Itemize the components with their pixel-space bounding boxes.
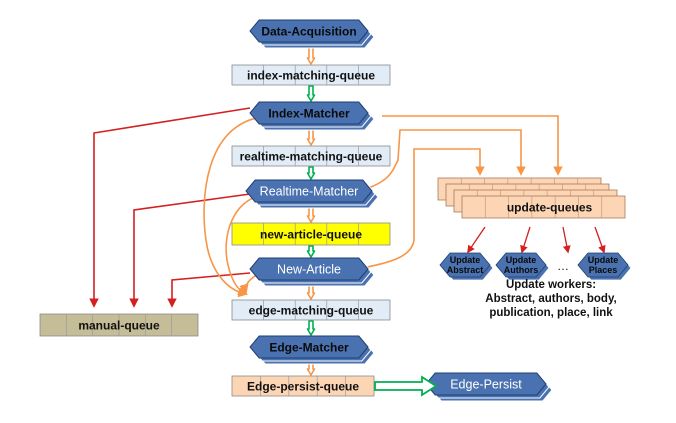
worker-update-abstract-label-1: Update [450, 255, 481, 265]
arrow-to-update-places [594, 226, 606, 254]
process-data-acquisition: Data-Acquisition [249, 19, 375, 49]
arrow-to-update-authors [520, 226, 531, 254]
update-queue-layer-4: update-queues [461, 195, 626, 219]
caption-line-1: Update workers: [505, 279, 597, 291]
connector-realtime-matcher-to-update [361, 129, 526, 191]
worker-update-places-label-2: Places [589, 265, 618, 275]
update-workers-caption: Update workers: Abstract, authors, body,… [445, 278, 657, 320]
arrow-edge-persist-queue-to-edge-persist [374, 375, 438, 397]
worker-update-authors-label-2: Authors [504, 265, 539, 275]
queue-edge-persist-label: Edge-persist-queue [247, 380, 359, 394]
update-queues-stack: update-queues [437, 177, 626, 219]
process-index-matcher-label: Index-Matcher [268, 107, 350, 121]
orange-connectors [203, 115, 563, 298]
process-edge-matcher: Edge-Matcher [249, 335, 375, 365]
orange-down-arrows [306, 46, 316, 376]
processes: Data-AcquisitionIndex-MatcherRealtime-Ma… [245, 19, 553, 402]
green-down-arrows [306, 85, 316, 336]
connector-new-article-to-update [361, 148, 485, 269]
queue-realtime-matching-label: realtime-matching-queue [240, 150, 383, 164]
process-realtime-matcher-label: Realtime-Matcher [260, 185, 359, 199]
queue-index-matching: index-matching-queue [231, 64, 391, 86]
connector-index-matcher-to-update [382, 115, 563, 176]
process-edge-matcher-label: Edge-Matcher [269, 341, 349, 355]
queue-edge-persist: Edge-persist-queue [231, 375, 375, 397]
queue-edge-matching: edge-matching-queue [231, 299, 391, 321]
process-edge-persist-label: Edge-Persist [450, 378, 522, 392]
worker-update-abstract-label-2: Abstract [447, 265, 484, 275]
process-new-article-label: New-Article [277, 263, 341, 277]
queue-new-article: new-article-queue [231, 222, 391, 246]
connector-realtime-matcher-to-edge-matching [225, 195, 259, 295]
queue-manual: manual-queue [39, 313, 199, 337]
arrow-realtime-matcher-to-new-article-queue [306, 206, 316, 223]
arrow-edge-matching-queue-to-edge-matcher [306, 320, 316, 336]
queues: index-matching-queue realtime-matching-qu… [39, 64, 391, 397]
process-index-matcher: Index-Matcher [249, 101, 375, 131]
arrow-new-article-queue-to-new-article [306, 245, 316, 258]
arrow-index-matcher-to-realtime-queue [306, 128, 316, 146]
arrow-to-update-other [562, 226, 571, 254]
queue-new-article-label: new-article-queue [260, 228, 362, 242]
workers: UpdateAbstractUpdateAuthorsUpdatePlaces… [439, 252, 632, 281]
arrow-realtime-queue-to-realtime-matcher [306, 166, 316, 180]
arrow-data-acquisition-to-index-queue [306, 46, 316, 65]
queue-edge-matching-label: edge-matching-queue [249, 304, 374, 318]
caption-line-3: publication, place, link [489, 307, 613, 319]
process-data-acquisition-label: Data-Acquisition [261, 25, 356, 39]
worker-update-authors-label-1: Update [506, 255, 537, 265]
queue-index-matching-label: index-matching-queue [247, 69, 375, 83]
queue-realtime-matching: realtime-matching-queue [231, 145, 391, 167]
arrow-new-article-to-edge-matching-queue [306, 284, 316, 300]
worker-update-places-label-1: Update [588, 255, 619, 265]
red-connectors [89, 107, 251, 308]
queue-update-label: update-queues [507, 201, 593, 215]
caption-line-2: Abstract, authors, body, [485, 293, 617, 305]
process-realtime-matcher: Realtime-Matcher [245, 179, 379, 209]
process-new-article: New-Article [249, 257, 375, 287]
process-edge-persist: Edge-Persist [425, 372, 553, 402]
queue-manual-label: manual-queue [78, 319, 160, 333]
worker-ellipsis: … [557, 259, 569, 273]
connector-index-matcher-to-edge-matching [203, 116, 263, 298]
arrow-index-queue-to-index-matcher [306, 85, 316, 102]
connector-realtime-matcher-to-manual [129, 193, 251, 308]
worker-arrows [467, 226, 606, 254]
connector-index-matcher-to-manual [89, 107, 251, 308]
connector-new-article-to-manual [167, 272, 251, 308]
arrow-to-update-abstract [467, 226, 486, 254]
